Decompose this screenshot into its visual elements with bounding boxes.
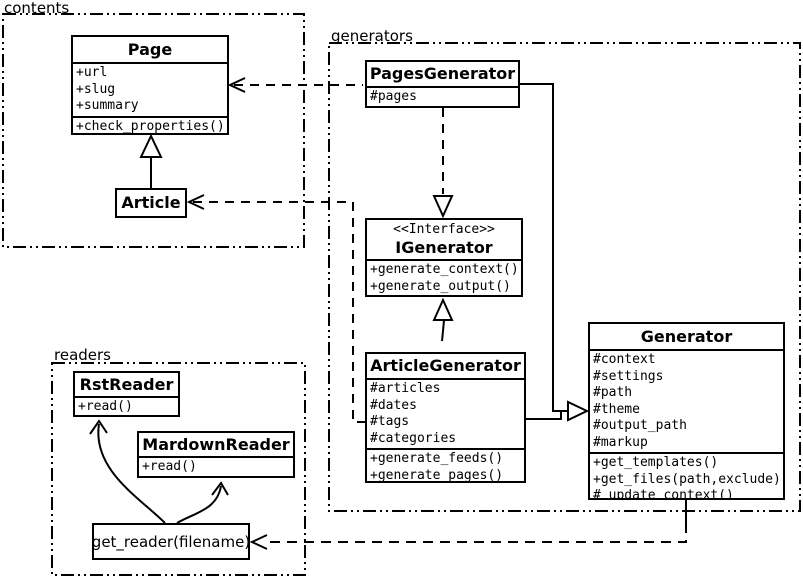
class-mardownreader-title: MardownReader	[142, 434, 290, 454]
interface-igenerator: <<Interface>> IGenerator +generate_conte…	[365, 218, 523, 297]
interface-igenerator-header: <<Interface>> IGenerator	[367, 220, 521, 259]
package-contents-border	[2, 13, 305, 248]
class-mardownreader-methods: +read()	[139, 456, 293, 476]
class-generator-methods: +get_templates() +get_files(path,exclude…	[590, 452, 783, 498]
interface-stereotype: <<Interface>>	[393, 222, 495, 237]
class-articlegenerator: ArticleGenerator #articles #dates #tags …	[365, 352, 526, 483]
generalization-article-page	[139, 133, 163, 188]
function-get-reader-label: get_reader(filename)	[91, 532, 251, 551]
dependency-pagesgenerator-page	[227, 77, 363, 93]
interface-igenerator-methods: +generate_context() +generate_output()	[367, 259, 521, 295]
package-label-contents: contents	[4, 0, 70, 17]
class-pagesgenerator: PagesGenerator #pages	[365, 60, 520, 108]
class-page: Page +url +slug +summary +check_properti…	[71, 35, 229, 135]
class-generator: Generator #context #settings #path #them…	[588, 322, 785, 500]
class-article: Article	[115, 188, 187, 218]
package-label-readers: readers	[54, 346, 111, 364]
class-page-methods: +check_properties()	[73, 115, 227, 133]
interface-igenerator-title: IGenerator	[395, 237, 493, 257]
function-get-reader: get_reader(filename)	[92, 523, 250, 560]
class-rstreader-title: RstReader	[79, 374, 174, 394]
class-articlegenerator-title: ArticleGenerator	[370, 356, 521, 375]
dependency-generator-getreader	[249, 498, 687, 550]
class-page-attributes: +url +slug +summary	[73, 62, 227, 116]
package-label-generators: generators	[331, 27, 413, 45]
generalization-to-generator	[520, 83, 590, 422]
class-pagesgenerator-attributes: #pages	[367, 86, 518, 106]
class-page-title: Page	[127, 39, 173, 59]
class-articlegenerator-methods: +generate_feeds() +generate_pages()	[367, 448, 524, 481]
package-readers-border	[51, 362, 306, 576]
generalization-articlegenerator-igenerator	[432, 297, 454, 342]
class-generator-attributes: #context #settings #path #theme #output_…	[590, 349, 783, 452]
association-getreader-mardownreader	[176, 481, 229, 524]
class-rstreader-methods: +read()	[75, 396, 178, 415]
class-generator-title: Generator	[640, 326, 733, 346]
package-generators-border	[328, 42, 801, 512]
dependency-articlegenerator-article	[186, 194, 365, 423]
class-article-title: Article	[121, 193, 181, 212]
class-rstreader: RstReader +read()	[73, 371, 180, 417]
class-articlegenerator-attributes: #articles #dates #tags #categories	[367, 378, 524, 448]
realization-pagesgenerator-igenerator	[432, 108, 454, 219]
class-mardownreader: MardownReader +read()	[137, 431, 295, 478]
association-getreader-rstreader	[89, 419, 166, 524]
class-pagesgenerator-title: PagesGenerator	[369, 64, 516, 83]
